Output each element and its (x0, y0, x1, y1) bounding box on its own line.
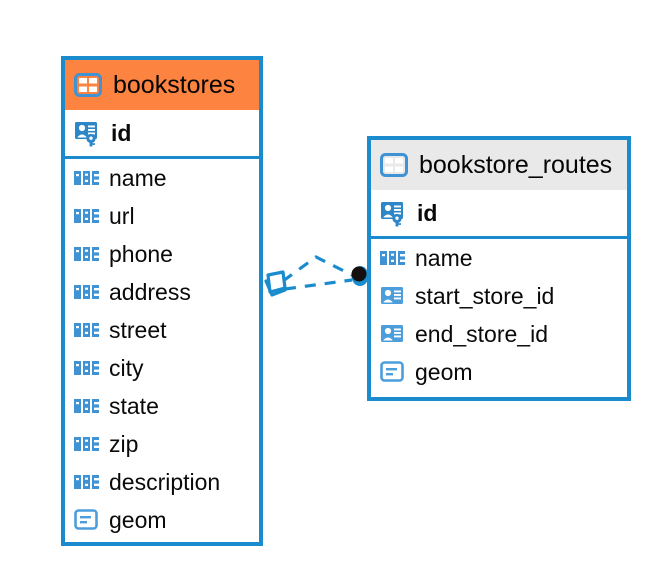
field-row-zip[interactable]: zip (65, 425, 259, 463)
field-row-id[interactable]: id (65, 110, 259, 156)
foreign-key-icon (380, 285, 406, 307)
text-abc-icon (74, 171, 100, 185)
field-label: phone (109, 240, 173, 267)
field-row-description[interactable]: description (65, 463, 259, 501)
text-abc-icon (74, 399, 100, 413)
foreign-key-icon (380, 323, 406, 345)
field-label: street (109, 316, 167, 343)
field-label: address (109, 278, 191, 305)
field-label: name (415, 244, 473, 271)
entity-bookstores[interactable]: bookstores (61, 56, 263, 546)
field-label: city (109, 354, 144, 381)
field-label: geom (415, 358, 473, 385)
field-row-id[interactable]: id (371, 190, 627, 236)
field-label: state (109, 392, 159, 419)
text-abc-icon (74, 209, 100, 223)
table-icon (74, 72, 102, 98)
text-abc-icon (74, 285, 100, 299)
field-label: end_store_id (415, 320, 548, 347)
field-row-state[interactable]: state (65, 387, 259, 425)
field-label: description (109, 468, 221, 495)
text-abc-icon (74, 361, 100, 375)
primary-key-icon (74, 119, 102, 147)
field-list-bookstore-routes: name start_store_id (371, 239, 627, 391)
primary-key-icon (380, 199, 408, 227)
entity-title: bookstore_routes (419, 150, 613, 179)
filled-dot-icon (351, 266, 369, 286)
field-row-end-store-id[interactable]: end_store_id (371, 315, 627, 353)
relationship-line-direct (284, 278, 353, 291)
field-label: geom (109, 506, 167, 533)
entity-title: bookstores (113, 70, 236, 99)
text-abc-icon (74, 323, 100, 337)
field-label: name (109, 164, 167, 191)
field-label: start_store_id (415, 282, 555, 309)
entity-header-bookstores[interactable]: bookstores (65, 60, 259, 110)
primary-key-section: id (371, 190, 627, 239)
table-icon (380, 152, 408, 178)
text-abc-icon (74, 475, 100, 489)
entity-header-bookstore-routes[interactable]: bookstore_routes (371, 140, 627, 190)
text-abc-icon (74, 437, 100, 451)
field-row-address[interactable]: address (65, 273, 259, 311)
field-row-city[interactable]: city (65, 349, 259, 387)
field-row-name[interactable]: name (65, 159, 259, 197)
field-label: zip (109, 430, 139, 457)
field-label: id (417, 199, 438, 226)
text-abc-icon (74, 247, 100, 261)
field-row-phone[interactable]: phone (65, 235, 259, 273)
field-label: id (111, 119, 132, 146)
field-row-name[interactable]: name (371, 239, 627, 277)
geometry-icon (74, 508, 100, 532)
primary-key-section: id (65, 110, 259, 159)
field-label: url (109, 202, 135, 229)
field-row-geom[interactable]: geom (371, 353, 627, 391)
field-row-start-store-id[interactable]: start_store_id (371, 277, 627, 315)
entity-bookstore-routes[interactable]: bookstore_routes (367, 136, 631, 401)
text-abc-icon (380, 251, 406, 265)
crows-foot-diamond-icon (264, 270, 287, 297)
relationship-line-arc (282, 255, 355, 283)
field-row-url[interactable]: url (65, 197, 259, 235)
geometry-icon (380, 360, 406, 384)
field-row-geom[interactable]: geom (65, 501, 259, 539)
field-row-street[interactable]: street (65, 311, 259, 349)
field-list-bookstores: name (65, 159, 259, 539)
